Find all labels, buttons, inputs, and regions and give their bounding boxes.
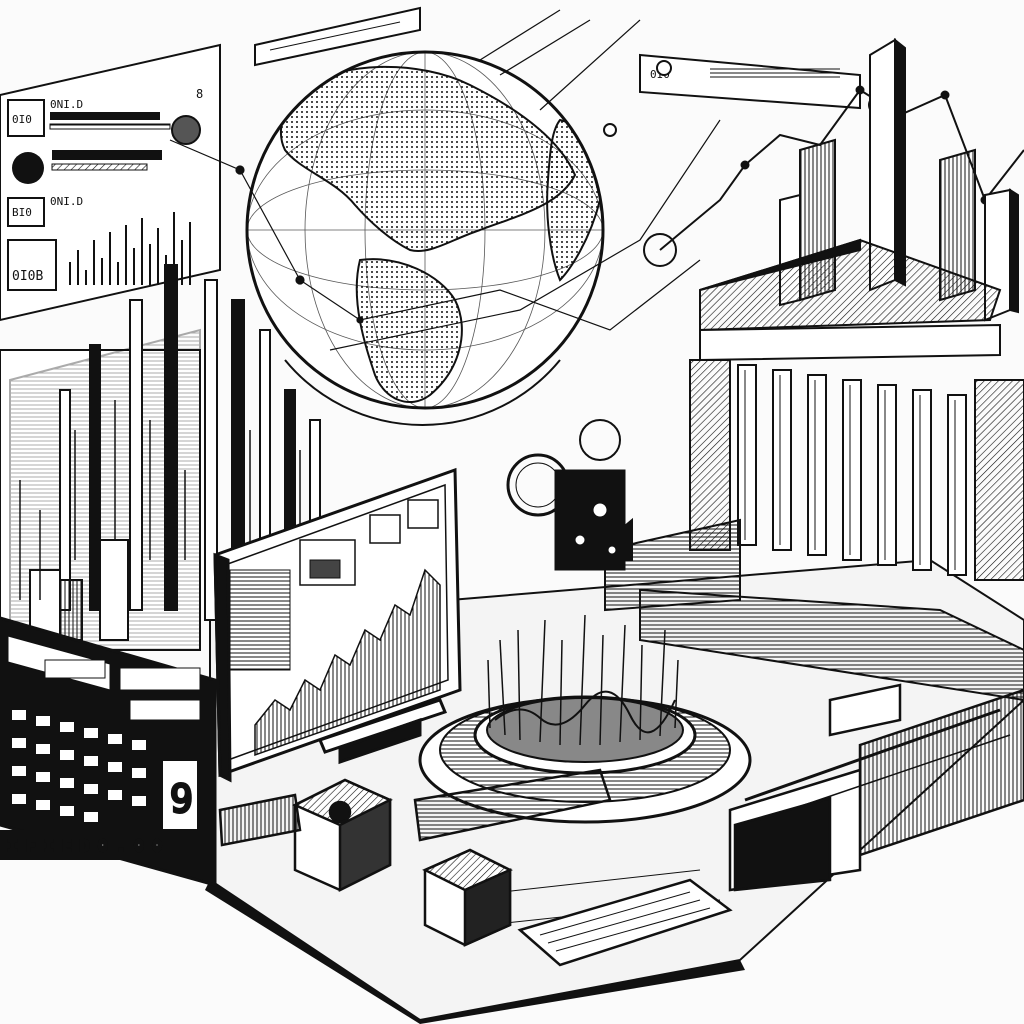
top-left-dashboard: 0I0 0NI.D BI0 0NI.D 0I0B 8 bbox=[0, 43, 221, 322]
foreground-objects bbox=[218, 768, 733, 967]
south-america-landmass bbox=[355, 258, 463, 404]
terminal-footer-text: I F I E D 0 . 0 0 bbox=[8, 837, 162, 855]
panel-row-code-1: 0I0 bbox=[12, 113, 32, 126]
monitor-area-chart bbox=[254, 568, 441, 757]
world-globe bbox=[245, 50, 605, 426]
panel-readout: 0I0B bbox=[12, 269, 43, 284]
network-lines bbox=[169, 9, 721, 351]
panel-row-label-2: 0NI.D bbox=[50, 195, 83, 208]
platform-spikes bbox=[487, 614, 679, 746]
top-banner bbox=[254, 6, 421, 67]
tray-center bbox=[413, 768, 612, 842]
terminal-big-digit: 9 bbox=[170, 777, 193, 821]
document-sheet bbox=[517, 878, 733, 967]
panel-row-code-2: BI0 bbox=[12, 206, 32, 219]
top-right-panel: 0I0 bbox=[639, 53, 861, 110]
exchange-building bbox=[604, 238, 1024, 702]
center-swirls bbox=[506, 233, 677, 571]
left-terminal: 9 I F I E D 0 . 0 0 bbox=[0, 616, 217, 887]
panel-row-label-1: 0NI.D bbox=[50, 98, 83, 111]
globe-grid bbox=[247, 52, 603, 408]
spike-lines bbox=[19, 400, 301, 600]
building-steps bbox=[639, 588, 1024, 702]
panel-corner-mark: 8 bbox=[196, 87, 203, 101]
right-cabinets bbox=[728, 683, 1024, 892]
keypad-grid bbox=[12, 710, 146, 822]
right-skyline-bars bbox=[779, 37, 1019, 322]
chart-monitor bbox=[213, 467, 462, 783]
mini-bar-spark bbox=[69, 212, 191, 285]
building-columns bbox=[737, 364, 967, 576]
left-skyline-bars bbox=[0, 264, 321, 651]
